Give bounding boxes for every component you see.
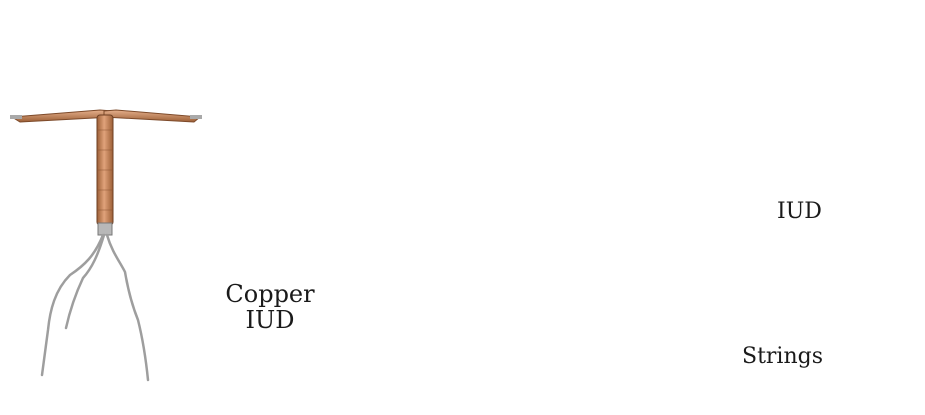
copper-iud-illustration [10,110,202,380]
strings-label: Strings [742,345,823,369]
copper-caption-line1: Copper [205,281,335,307]
iud-strings [42,235,148,380]
iud-arm-right [104,110,200,122]
iud-label: IUD [777,200,822,224]
copper-iud-caption: Copper IUD [205,281,335,333]
copper-caption-line2: IUD [205,307,335,333]
